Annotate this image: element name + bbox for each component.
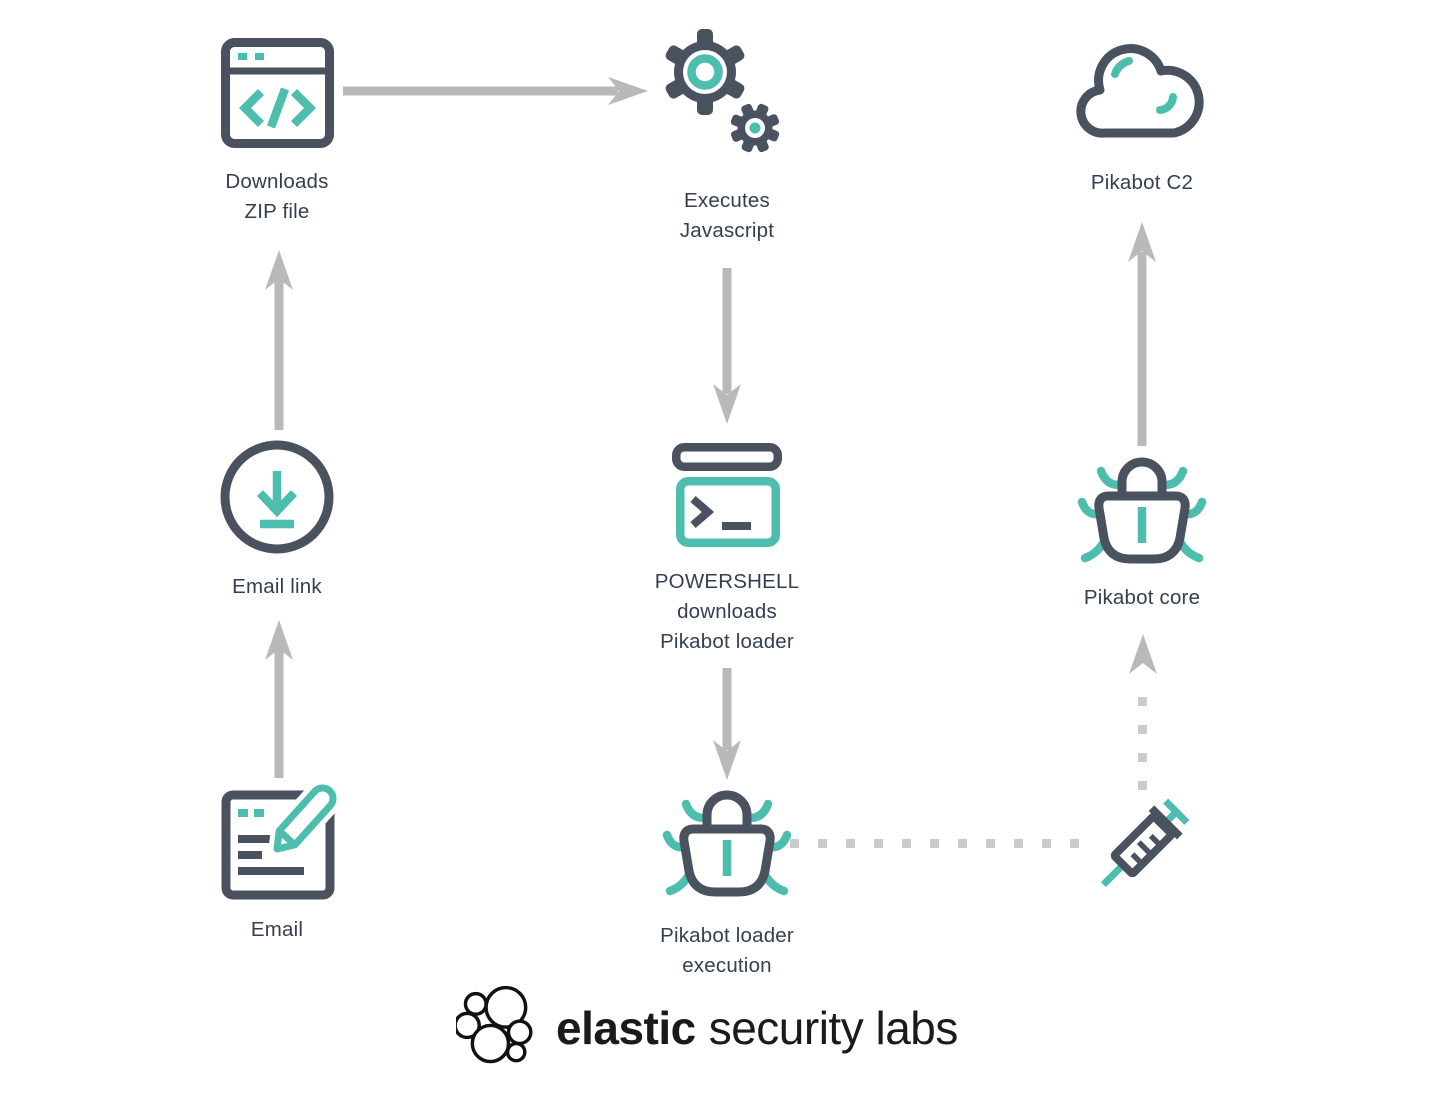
label-powershell: POWERSHELL downloads Pikabot loader bbox=[654, 570, 800, 653]
bug-icon bbox=[662, 780, 792, 910]
elastic-logo-icon bbox=[456, 985, 533, 1064]
email-compose-icon bbox=[221, 780, 342, 900]
download-circle-icon bbox=[220, 440, 334, 554]
label-pikabot-core: Pikabot core bbox=[1083, 586, 1201, 609]
cloud-icon bbox=[1076, 44, 1204, 138]
gears-icon bbox=[665, 29, 780, 153]
bug-icon bbox=[1077, 447, 1207, 577]
browser-code-icon bbox=[221, 38, 334, 148]
label-executes-js: Executes Javascript bbox=[679, 189, 775, 242]
label-downloads-zip: Downloads ZIP file bbox=[225, 170, 329, 223]
syringe-icon bbox=[1100, 798, 1190, 888]
label-loader-execution: Pikabot loader execution bbox=[660, 924, 794, 977]
terminal-icon bbox=[672, 443, 782, 547]
label-pikabot-c2: Pikabot C2 bbox=[1090, 171, 1194, 194]
dotted-line-horizontal bbox=[790, 839, 1079, 848]
label-email: Email bbox=[250, 918, 304, 941]
dotted-line-vertical bbox=[1138, 697, 1147, 790]
brand-name: elastic bbox=[556, 1002, 696, 1054]
label-email-link: Email link bbox=[232, 575, 322, 598]
brand-suffix: security labs bbox=[708, 1002, 959, 1054]
